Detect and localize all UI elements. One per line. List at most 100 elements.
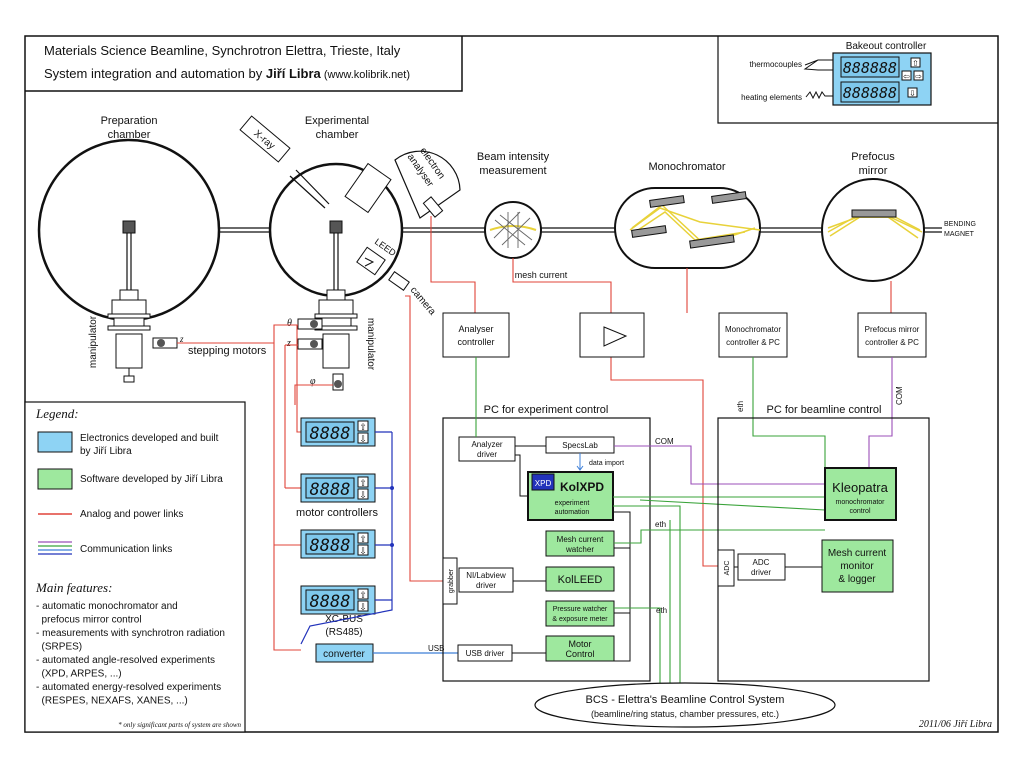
feature-item: (XPD, ARPES, ...): [36, 669, 122, 680]
mesh-current-monitor: [821, 539, 894, 593]
exp-manipulator: θ z φ manipulator: [286, 289, 376, 391]
communication-links: [475, 357, 893, 700]
mesh-current-watcher: [545, 530, 615, 557]
stepping-motors-label: stepping motors: [188, 345, 267, 357]
kleopatra-sub-2: control: [849, 508, 870, 515]
bakeout-display-2: 888888: [843, 84, 897, 102]
prep-manipulator-label: manipulator: [88, 315, 99, 368]
data-import-label: data import: [589, 460, 624, 467]
title-box: Materials Science Beamline, Synchrotron …: [25, 36, 463, 92]
motor-controller: 8888⇧⇩: [300, 473, 376, 503]
feature-item: - measurements with synchrotron radiatio…: [36, 628, 225, 639]
pc-exp-title: PC for experiment control: [484, 404, 609, 416]
com-label-prefocus: COM: [895, 386, 904, 405]
features-list: - automatic monochromator and prefocus m…: [36, 601, 225, 707]
beam-pipe: BENDING MAGNET: [218, 221, 976, 238]
grabber-label: grabber: [448, 568, 455, 593]
exp-z-label: z: [286, 338, 291, 349]
motor-display: 8888: [310, 424, 351, 444]
pc-beamline-control: PC for beamline control Kleopatra monoch…: [717, 404, 930, 682]
xpd-logo-icon: [531, 473, 555, 491]
feature-item: - automatic monochromator and: [36, 601, 178, 612]
legend-comm-label: Communication links: [80, 544, 172, 555]
motor-controller: 8888⇧⇩: [300, 529, 376, 559]
bcs-label-2: (beamline/ring status, chamber pressures…: [591, 709, 779, 719]
legend: Legend: Electronics developed and built …: [24, 401, 246, 733]
analyser-controller-label-1: Analyser: [458, 324, 493, 334]
motor-controller-stack: 8888⇧⇩8888⇧⇩8888⇧⇩8888⇧⇩: [300, 417, 376, 615]
heating-element-icon: [805, 90, 833, 100]
bcs: BCS - Elettra's Beamline Control System …: [534, 682, 836, 728]
mesh-monitor-label-3: & logger: [838, 574, 876, 585]
feature-item: (SRPES): [36, 642, 82, 653]
mesh-watcher-label-2: watcher: [565, 545, 594, 554]
motor-control-label-1: Motor: [568, 639, 591, 649]
signature: 2011/06 Jiří Libra: [919, 719, 992, 730]
prefocus-controller: Prefocus mirror controller & PC: [857, 312, 927, 358]
motor-display: 8888: [310, 592, 351, 612]
up-arrow-icon: ⇧: [359, 590, 367, 600]
ni-labview-driver: [458, 567, 514, 593]
kolxpd-label: KolXPD: [560, 480, 604, 494]
legend-blue-label-2: by Jiří Libra: [80, 446, 132, 457]
bakeout-left-icon: ⇦: [903, 72, 910, 81]
kleopatra-sub-1: monochromator: [835, 499, 885, 506]
outer-frame: [24, 35, 999, 733]
exp-chamber-label-1: Experimental: [305, 115, 369, 127]
exp-manipulator-label: manipulator: [365, 318, 376, 371]
amplifier-icon: [603, 326, 628, 347]
specslab-label: SpecsLab: [562, 441, 598, 450]
down-arrow-icon: ⇩: [359, 602, 367, 612]
prefocus-label-1: Prefocus: [851, 151, 895, 163]
nilab-label-2: driver: [476, 581, 496, 590]
analyzer-driver: [458, 436, 516, 462]
pressure-watcher: [545, 600, 615, 627]
pc-beam-title: PC for beamline control: [767, 404, 882, 416]
prefocus-controller-label-2: controller & PC: [865, 338, 919, 347]
up-arrow-icon: ⇧: [359, 422, 367, 432]
prep-chamber-label-1: Preparation: [101, 115, 158, 127]
preparation-chamber: Preparation chamber: [37, 115, 221, 322]
kleopatra-box: [824, 467, 897, 521]
pressure-label-2: & exposure meter: [552, 616, 608, 623]
phi-label: φ: [310, 376, 316, 387]
motor-controller: 8888⇧⇩: [300, 417, 376, 447]
analyzer-driver-label-1: Analyzer: [471, 440, 502, 449]
usb-label: USB: [428, 644, 444, 653]
beam-intensity-label-2: measurement: [479, 165, 546, 177]
mono-controller-label-2: controller & PC: [726, 338, 780, 347]
heating-elements-label: heating elements: [741, 93, 802, 102]
prefocus-controller-label-1: Prefocus mirror: [865, 325, 920, 334]
xcbus-label-2: (RS485): [325, 627, 362, 638]
bakeout-up-icon: ⇧: [912, 59, 919, 68]
prep-manipulator: manipulator z: [88, 289, 184, 383]
adc-driver-label-1: ADC: [753, 558, 770, 567]
down-arrow-icon: ⇩: [359, 490, 367, 500]
feature-item: (RESPES, NEXAFS, XANES, ...): [36, 696, 188, 707]
legend-green-swatch: [37, 468, 73, 490]
motor-display: 8888: [310, 536, 351, 556]
kolxpd-sub-2: automation: [555, 509, 590, 516]
up-arrow-icon: ⇧: [359, 478, 367, 488]
feature-item: - automated energy-resolved experiments: [36, 682, 221, 693]
camera-label: camera: [408, 285, 438, 318]
prefocus-label-2: mirror: [859, 165, 888, 177]
beam-intensity-label-1: Beam intensity: [477, 151, 550, 163]
title-line2: System integration and automation by Jiř…: [44, 66, 410, 81]
features-title: Main features:: [35, 580, 112, 595]
pressure-label-1: Pressure watcher: [553, 606, 608, 613]
adc-driver: [737, 553, 786, 581]
analyzer-driver-label-2: driver: [477, 450, 497, 459]
eth-label-1: eth: [655, 520, 666, 529]
prefocus-mirror: Prefocus mirror: [821, 151, 925, 282]
feature-item: - automated angle-resolved experiments: [36, 655, 215, 666]
experimental-chamber: Experimental chamber X-ray electron anal…: [239, 115, 461, 318]
nilab-label-1: NI/Labview: [466, 571, 506, 580]
prep-z-label: z: [179, 334, 184, 344]
usb-driver-label: USB driver: [466, 649, 505, 658]
legend-green-label: Software developed by Jiří Libra: [80, 474, 223, 485]
legend-analog-label: Analog and power links: [80, 509, 183, 520]
down-arrow-icon: ⇩: [359, 546, 367, 556]
mesh-watcher-label-1: Mesh current: [557, 535, 604, 544]
